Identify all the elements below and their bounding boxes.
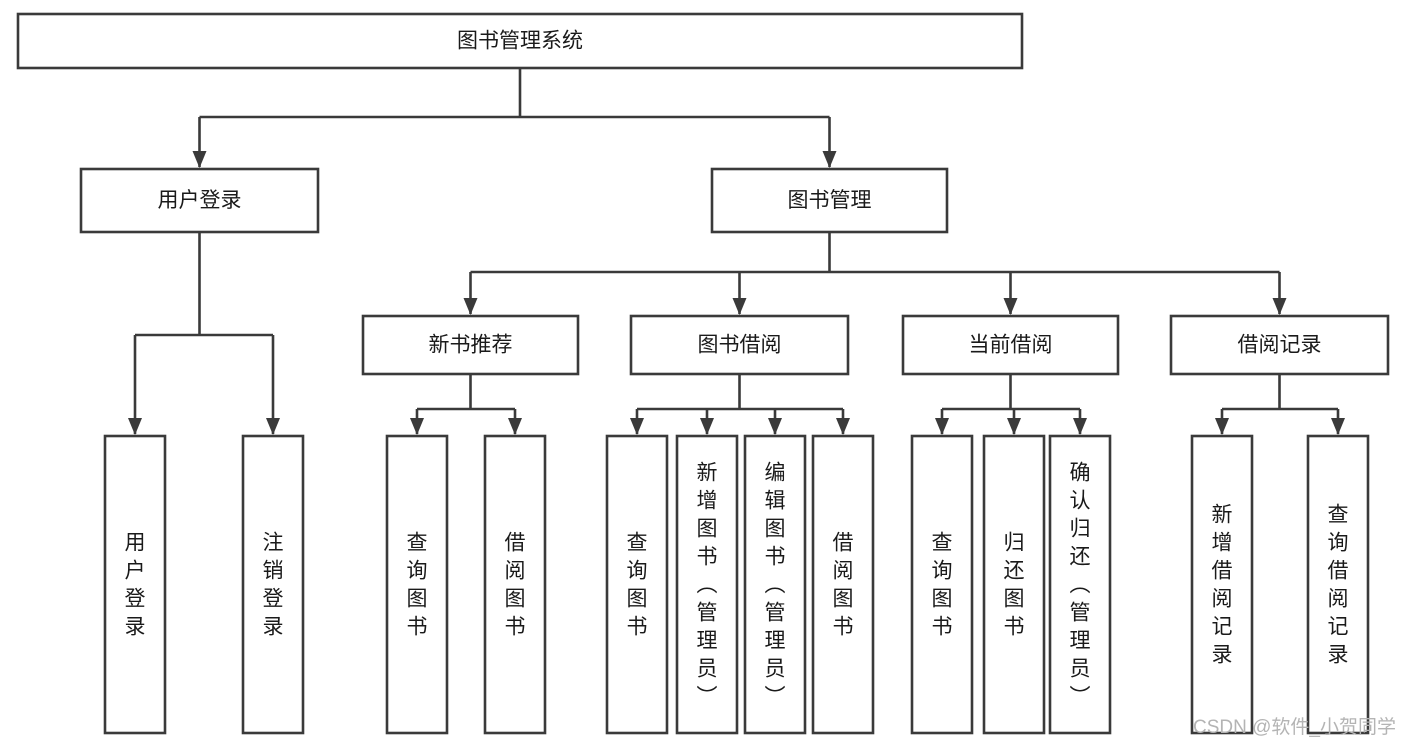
node-leaf-12-查询借阅记录-rect (1306, 434, 1370, 735)
node-l3-借阅记录-label: 借阅记录 (1238, 334, 1322, 357)
node-leaf-1-注销登录[interactable]: 注销登录 (241, 434, 305, 735)
node-layer: 图书管理系统用户登录图书管理新书推荐图书借阅当前借阅借阅记录用户登录注销登录查询… (16, 12, 1390, 735)
arrow-l3-2 (1003, 298, 1018, 315)
arrow-leaf-2-0 (935, 418, 949, 435)
node-l2-用户登录-label: 用户登录 (158, 189, 242, 212)
arrow-leaf-3-1 (1331, 418, 1345, 435)
node-leaf-11-新增借阅记录[interactable]: 新增借阅记录 (1190, 434, 1254, 735)
node-leaf-5-新增图书管理员[interactable]: 新增图书︵管理员︶ (675, 434, 739, 735)
node-l2-图书管理-rect (710, 167, 949, 234)
node-leaf-9-归还图书[interactable]: 归还图书 (982, 434, 1046, 735)
arrow-user-leaf-1 (266, 418, 280, 435)
arrow-leaf-0-0 (410, 418, 424, 435)
node-root-图书管理系统-rect (16, 12, 1024, 70)
node-leaf-9-归还图书-label: 归还图书 (1004, 532, 1025, 639)
node-leaf-5-新增图书管理员-rect (675, 434, 739, 735)
node-leaf-0-用户登录-label: 用户登录 (125, 532, 146, 639)
node-root-图书管理系统-label: 图书管理系统 (457, 30, 583, 53)
node-leaf-12-查询借阅记录[interactable]: 查询借阅记录 (1306, 434, 1370, 735)
node-leaf-10-确认归还管理员-label: 确认归还︵管理员︶ (1070, 462, 1091, 709)
node-l2-用户登录-rect (79, 167, 320, 234)
arrow-leaf-0-1 (508, 418, 522, 435)
node-l3-借阅记录[interactable]: 借阅记录 (1169, 314, 1390, 376)
node-leaf-0-用户登录[interactable]: 用户登录 (103, 434, 167, 735)
node-l3-借阅记录-rect (1169, 314, 1390, 376)
node-leaf-11-新增借阅记录-label: 新增借阅记录 (1212, 504, 1233, 667)
node-l3-当前借阅-rect (901, 314, 1120, 376)
node-leaf-3-借阅图书-rect (483, 434, 547, 735)
node-leaf-9-归还图书-rect (982, 434, 1046, 735)
node-l2-用户登录[interactable]: 用户登录 (79, 167, 320, 234)
csdn-watermark: CSDN @软件_小贺同学 (1193, 716, 1396, 738)
arrow-l2-0 (192, 151, 207, 168)
node-leaf-2-查询图书-rect (385, 434, 449, 735)
node-leaf-11-新增借阅记录-rect (1190, 434, 1254, 735)
node-leaf-6-编辑图书管理员[interactable]: 编辑图书︵管理员︶ (743, 434, 807, 735)
node-leaf-1-注销登录-rect (241, 434, 305, 735)
node-l2-图书管理-label: 图书管理 (788, 189, 872, 212)
arrow-leaf-2-2 (1073, 418, 1087, 435)
node-l3-新书推荐[interactable]: 新书推荐 (361, 314, 580, 376)
node-l3-新书推荐-label: 新书推荐 (429, 334, 513, 357)
arrow-leaf-2-1 (1007, 418, 1021, 435)
node-leaf-3-借阅图书-label: 借阅图书 (505, 532, 526, 639)
node-l3-当前借阅[interactable]: 当前借阅 (901, 314, 1120, 376)
arrow-leaf-1-3 (836, 418, 850, 435)
node-leaf-6-编辑图书管理员-rect (743, 434, 807, 735)
node-leaf-10-确认归还管理员-rect (1048, 434, 1112, 735)
arrow-user-leaf-0 (128, 418, 142, 435)
arrow-leaf-1-2 (768, 418, 782, 435)
node-leaf-4-查询图书-rect (605, 434, 669, 735)
node-leaf-0-用户登录-rect (103, 434, 167, 735)
arrow-l2-1 (822, 151, 837, 168)
node-l3-图书借阅[interactable]: 图书借阅 (629, 314, 850, 376)
arrow-leaf-1-1 (700, 418, 714, 435)
node-leaf-8-查询图书-rect (910, 434, 974, 735)
node-leaf-8-查询图书[interactable]: 查询图书 (910, 434, 974, 735)
node-root-图书管理系统[interactable]: 图书管理系统 (16, 12, 1024, 70)
arrow-l3-0 (463, 298, 478, 315)
node-l3-新书推荐-rect (361, 314, 580, 376)
arrow-leaf-1-0 (630, 418, 644, 435)
connector-layer (128, 68, 1345, 435)
node-leaf-4-查询图书-label: 查询图书 (627, 532, 648, 639)
node-leaf-1-注销登录-label: 注销登录 (263, 532, 284, 639)
node-l3-图书借阅-label: 图书借阅 (698, 334, 782, 357)
node-leaf-2-查询图书-label: 查询图书 (407, 532, 428, 639)
arrow-leaf-3-0 (1215, 418, 1229, 435)
node-leaf-7-借阅图书[interactable]: 借阅图书 (811, 434, 875, 735)
node-leaf-7-借阅图书-label: 借阅图书 (833, 532, 854, 639)
node-l3-图书借阅-rect (629, 314, 850, 376)
node-l2-图书管理[interactable]: 图书管理 (710, 167, 949, 234)
node-leaf-7-借阅图书-rect (811, 434, 875, 735)
node-leaf-10-确认归还管理员[interactable]: 确认归还︵管理员︶ (1048, 434, 1112, 735)
node-leaf-8-查询图书-label: 查询图书 (932, 532, 953, 639)
arrow-l3-3 (1272, 298, 1287, 315)
node-leaf-5-新增图书管理员-label: 新增图书︵管理员︶ (697, 462, 718, 709)
node-leaf-12-查询借阅记录-label: 查询借阅记录 (1328, 504, 1349, 667)
node-leaf-2-查询图书[interactable]: 查询图书 (385, 434, 449, 735)
node-leaf-6-编辑图书管理员-label: 编辑图书︵管理员︶ (765, 462, 786, 709)
arrow-l3-1 (732, 298, 747, 315)
node-l3-当前借阅-label: 当前借阅 (969, 334, 1053, 357)
node-leaf-4-查询图书[interactable]: 查询图书 (605, 434, 669, 735)
node-leaf-3-借阅图书[interactable]: 借阅图书 (483, 434, 547, 735)
